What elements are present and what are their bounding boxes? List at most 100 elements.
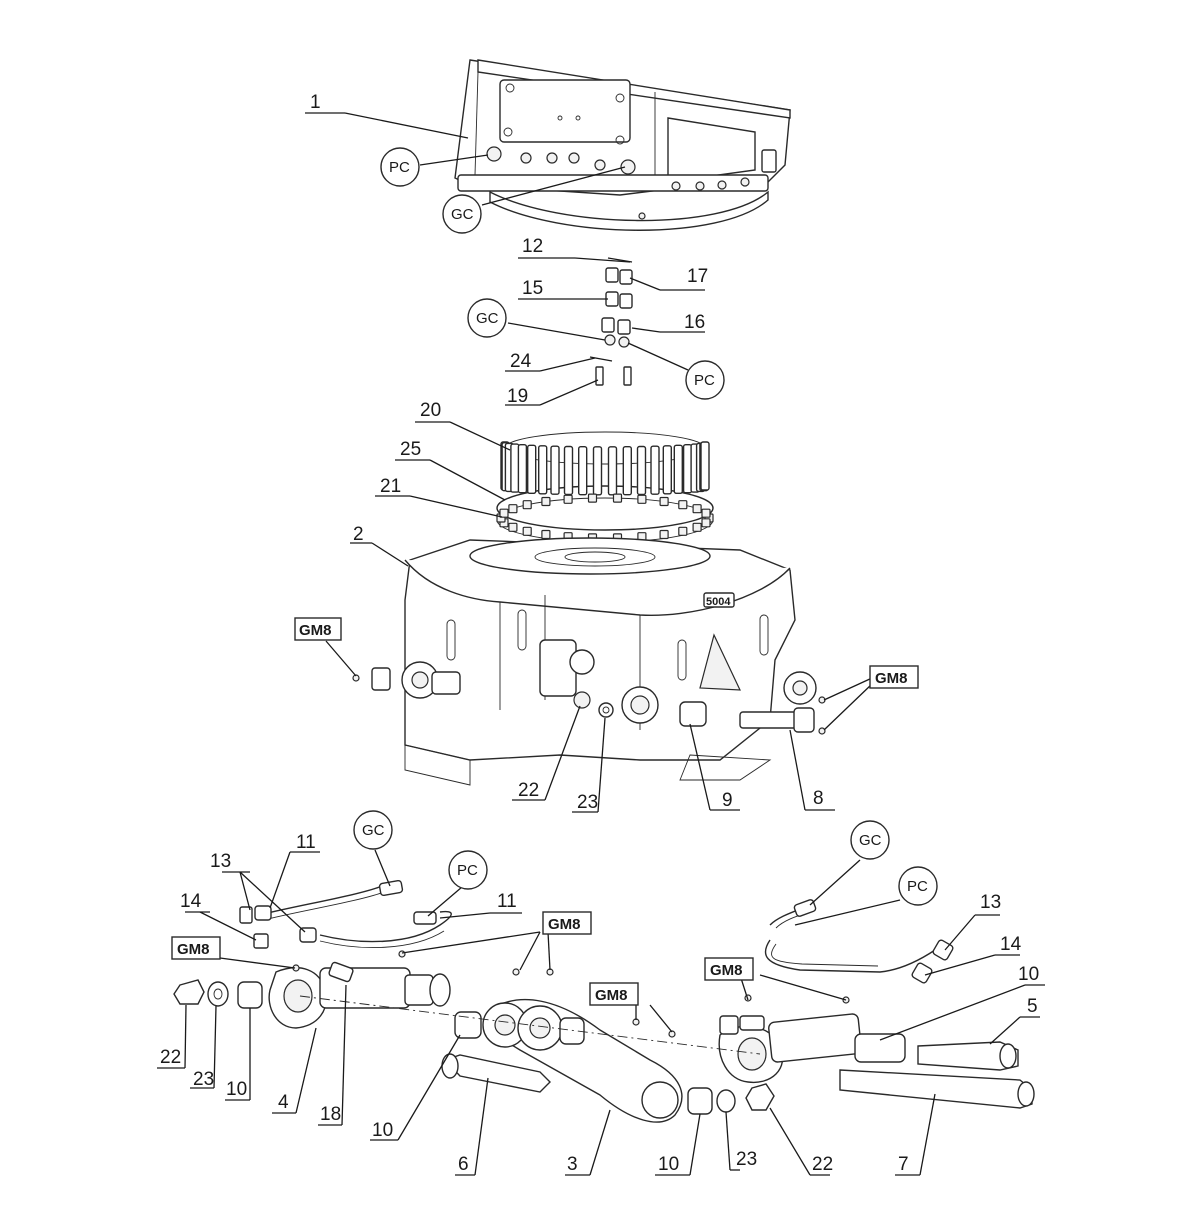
callout-10-center: 10 <box>372 1120 393 1141</box>
bubble-gc-top <box>442 194 482 234</box>
fittings-group <box>589 257 633 386</box>
gm8-boxes: GM8 GM8 GM8 GM8 GM8 GM8 <box>171 617 919 1006</box>
callout-14-left: 14 <box>180 891 202 912</box>
callout-6: 6 <box>458 1154 469 1175</box>
ring-nut <box>508 522 518 532</box>
box-gm8-lower-mid-text: GM8 <box>595 987 628 1004</box>
ring-bolt <box>550 445 560 495</box>
ring-nut <box>612 493 623 503</box>
box-gm8-lower-mid <box>589 982 639 1006</box>
bubble-pc-mid-text: PC <box>694 372 715 389</box>
callout-5: 5 <box>1027 996 1038 1017</box>
callout-15: 15 <box>522 278 543 299</box>
box-gm8-frame-left <box>294 617 342 641</box>
part-1-housing <box>454 59 791 231</box>
callout-14-right: 14 <box>1000 934 1022 955</box>
ring-bolt <box>578 446 588 496</box>
ring-bolt <box>592 446 603 496</box>
ring-nut <box>692 522 702 532</box>
box-gm8-frame-right-text: GM8 <box>875 670 908 687</box>
bubble-pc-left-text: PC <box>457 862 478 879</box>
ring-nut <box>692 504 702 514</box>
ring-bolt <box>636 445 647 496</box>
bubble-pc-top <box>380 147 420 187</box>
callout-2: 2 <box>353 524 364 545</box>
bubble-gc-top-text: GC <box>451 206 474 223</box>
callout-12: 12 <box>522 236 543 257</box>
bubble-pc-left <box>448 850 488 890</box>
ring-bolt <box>622 446 632 496</box>
callout-25: 25 <box>400 439 421 460</box>
pc-gc-bubbles: PC GC GC PC GC PC GC PC <box>353 147 938 906</box>
ring-bolt <box>527 444 537 494</box>
callout-20: 20 <box>420 400 441 421</box>
ring-nut <box>701 518 711 528</box>
bubble-pc-right <box>898 866 938 906</box>
callout-11-right: 11 <box>497 891 517 912</box>
ring-nut <box>587 493 598 503</box>
bubble-gc-mid-text: GC <box>476 310 499 327</box>
callout-11-left: 11 <box>296 832 316 853</box>
ring-nut <box>701 508 711 518</box>
bubble-gc-right <box>850 820 890 860</box>
ring-nut <box>659 496 669 507</box>
callout-10-bottom: 10 <box>658 1154 679 1175</box>
callout-10-right: 10 <box>1018 964 1039 985</box>
callout-24: 24 <box>510 351 532 372</box>
callout-23-frame: 23 <box>577 792 598 813</box>
box-gm8-lower-left-text: GM8 <box>177 941 210 958</box>
ring-nut <box>522 500 532 510</box>
frame-marking-text: 5004 <box>706 596 731 608</box>
ring-bolt <box>650 445 660 495</box>
ring-nut <box>522 526 532 536</box>
callout-10-left: 10 <box>226 1079 247 1100</box>
callout-1: 1 <box>310 92 321 113</box>
ring-bolt <box>673 444 683 494</box>
box-gm8-frame-right <box>869 665 919 689</box>
callout-22-right: 22 <box>812 1154 833 1175</box>
bubble-pc-right-text: PC <box>907 878 928 895</box>
ring-bolt <box>700 441 710 491</box>
ring-nut <box>499 508 509 518</box>
ring-bolt <box>607 446 618 496</box>
callout-19: 19 <box>507 386 528 407</box>
ring-nut <box>508 504 518 514</box>
callout-21: 21 <box>380 476 401 497</box>
box-gm8-lower-right-text: GM8 <box>710 962 743 979</box>
ring-bolt <box>563 445 574 496</box>
ring-bolt <box>538 445 548 495</box>
callout-16: 16 <box>684 312 705 333</box>
box-gm8-lower-left <box>171 936 221 960</box>
ring-nut <box>541 529 551 540</box>
callout-7: 7 <box>898 1154 909 1175</box>
callout-4: 4 <box>278 1092 289 1113</box>
callout-22-frame: 22 <box>518 780 539 801</box>
callout-labels: 1 2 3 4 5 6 7 8 9 10 10 10 10 11 11 12 1… <box>160 92 1039 1175</box>
ring-nut <box>541 496 551 507</box>
callout-18: 18 <box>320 1104 341 1125</box>
leader-lines <box>157 112 1045 1176</box>
bubble-gc-mid <box>467 298 507 338</box>
box-gm8-lower-center <box>542 911 592 935</box>
ring-bolt <box>662 445 672 495</box>
bubble-pc-mid <box>685 360 725 400</box>
callout-23-left: 23 <box>193 1069 214 1090</box>
callout-23-right: 23 <box>736 1149 757 1170</box>
bolt-ring-20-25-21 <box>496 431 714 543</box>
callout-22-left: 22 <box>160 1047 181 1068</box>
box-gm8-frame-left-text: GM8 <box>299 622 332 639</box>
ring-nut <box>678 526 688 536</box>
callout-8: 8 <box>813 788 824 809</box>
callout-13-right: 13 <box>980 892 1001 913</box>
bubble-gc-left <box>353 810 393 850</box>
box-gm8-lower-center-text: GM8 <box>548 916 581 933</box>
callout-17: 17 <box>687 266 708 287</box>
box-gm8-lower-right <box>704 957 754 981</box>
callout-3: 3 <box>567 1154 578 1175</box>
callout-13-left: 13 <box>210 851 231 872</box>
part-2-frame: 5004 <box>352 537 826 786</box>
lower-assembly <box>173 879 1035 1123</box>
bubble-gc-right-text: GC <box>859 832 882 849</box>
